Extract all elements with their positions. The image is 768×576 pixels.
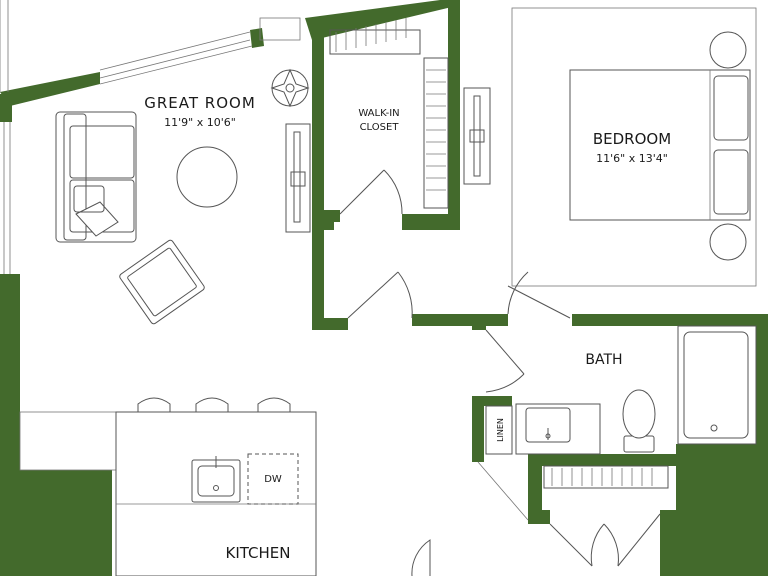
wall-bath-bottom-left [528, 454, 542, 524]
bed [569, 69, 751, 221]
wall-bath-left-top [472, 396, 512, 406]
wall-corridor-bottom-right [572, 314, 768, 326]
kitchen-entry-door [411, 539, 431, 576]
linen-label: LINEN [496, 418, 505, 442]
closet-door [339, 169, 403, 215]
wall-hall-closet-left [528, 510, 550, 524]
toilet [622, 389, 656, 453]
wall-bath-right [676, 444, 768, 576]
vanity [515, 403, 601, 455]
wall-bath-bottom [528, 454, 678, 466]
bedroom-tv-console [463, 87, 491, 185]
wall-closet-left [312, 30, 324, 330]
bathtub [677, 325, 757, 445]
armchair [119, 239, 205, 325]
sofa [55, 111, 137, 243]
bath-door [485, 329, 525, 393]
wall-closet-inner-bottom [324, 210, 334, 230]
dishwasher-label: DW [264, 474, 282, 485]
closet-shelving [329, 18, 449, 209]
bedroom-size: 11'6" x 13'4" [596, 152, 668, 165]
kitchen-label: KITCHEN [226, 544, 291, 562]
hall-closet-shelving [543, 465, 669, 489]
labels: GREAT ROOM 11'9" x 10'6" WALK-IN CLOSET … [144, 94, 671, 562]
wall-closet-top [305, 0, 456, 40]
kitchen-island [19, 411, 317, 576]
bar-stools [137, 397, 291, 413]
great-room-label: GREAT ROOM [144, 94, 256, 112]
tv-console [285, 123, 311, 233]
wall-closet-right [448, 0, 460, 230]
wall-left-kitchen [0, 470, 112, 576]
coffee-table [176, 146, 238, 208]
wall-closet-right-foot [402, 214, 460, 230]
bath-label: BATH [585, 352, 622, 368]
wall-left-upper [0, 94, 12, 122]
bedroom-outline [511, 7, 757, 287]
nightstand-lamp-bottom [709, 223, 747, 261]
wall-corridor-bottom-mid [412, 314, 508, 326]
dishwasher [247, 453, 299, 505]
plant-icon [270, 68, 310, 108]
walk-in-label-line2: CLOSET [360, 122, 400, 133]
bedroom-door [507, 271, 571, 319]
wall-bath-right-upper [756, 326, 768, 456]
hall-wall-line [477, 461, 529, 521]
hall-closet-doors [549, 513, 661, 567]
linen-closet [485, 405, 513, 455]
wall-great-room-top [0, 72, 100, 106]
corridor-door [347, 271, 413, 319]
bedroom-label: BEDROOM [593, 130, 671, 148]
nightstand-lamp-top [709, 31, 747, 69]
kitchen-sink [191, 456, 241, 503]
walk-in-label-line1: WALK-IN [358, 108, 399, 119]
wall-great-room-top-2 [250, 28, 264, 48]
wall-bath-left [472, 396, 484, 462]
wall-hall-closet-right [660, 510, 680, 576]
windows [0, 0, 301, 274]
wall-corner-small [472, 320, 486, 330]
great-room-size: 11'9" x 10'6" [164, 116, 236, 129]
wall-corridor-bottom-left [312, 318, 348, 330]
